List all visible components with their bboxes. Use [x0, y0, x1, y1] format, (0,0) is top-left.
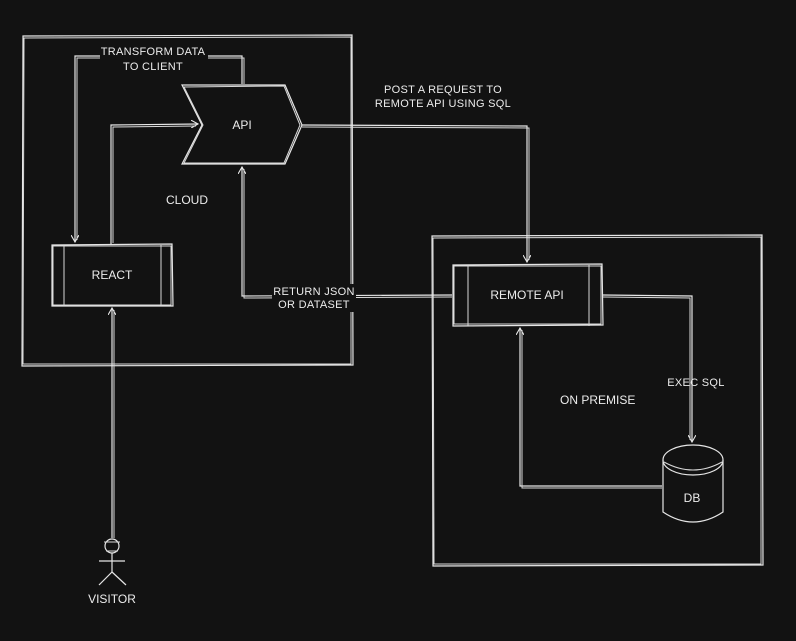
on-premise-label: ON PREMISE	[560, 393, 635, 407]
return-json-label-line2: OR DATASET	[278, 299, 350, 311]
exec-sql-label: EXEC SQL	[667, 377, 724, 389]
edge-react-api	[110, 124, 198, 244]
db-label: DB	[684, 491, 701, 505]
edge-db-remote-api	[520, 328, 662, 489]
visitor-label: VISITOR	[88, 592, 136, 606]
edge-visitor-react	[112, 308, 114, 538]
remote-api-node[interactable]	[452, 263, 604, 327]
post-request-label-line2: REMOTE API USING SQL	[375, 98, 511, 110]
visitor-icon	[98, 538, 127, 586]
return-json-label-line1: RETURN JSON	[273, 286, 355, 298]
return-json-label-bg	[272, 284, 356, 312]
transform-label-bg	[100, 44, 208, 74]
db-node[interactable]	[662, 444, 724, 523]
on-premise-container	[431, 234, 764, 567]
remote-api-label: REMOTE API	[490, 288, 563, 302]
api-node[interactable]	[181, 84, 303, 165]
transform-label-line2: TO CLIENT	[123, 61, 183, 73]
react-node[interactable]	[51, 243, 174, 307]
edge-exec-sql	[602, 294, 692, 442]
post-request-label-line1: POST A REQUEST TO	[384, 84, 502, 96]
cloud-container	[21, 34, 354, 367]
cloud-label: CLOUD	[166, 193, 208, 207]
react-label: REACT	[92, 268, 133, 282]
edge-post-request	[301, 124, 529, 262]
edge-transform-to-client	[75, 55, 245, 242]
api-label: API	[232, 118, 251, 132]
transform-label-line1: TRANSFORM DATA	[101, 46, 206, 58]
edge-return-json	[242, 167, 453, 299]
